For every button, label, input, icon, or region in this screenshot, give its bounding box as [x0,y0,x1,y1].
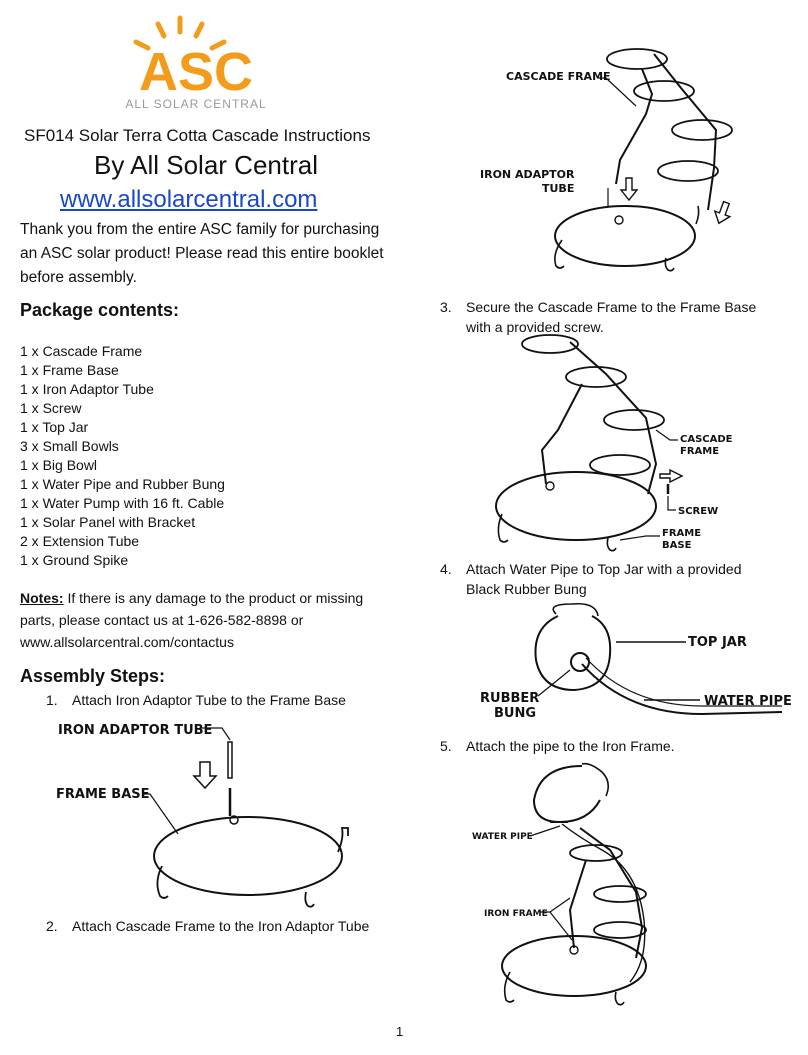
step-text: Attach Cascade Frame to the Iron Adaptor… [72,918,370,934]
step-number: 5. [440,738,452,754]
jar-icon [532,765,601,824]
step-number: 1. [46,692,58,708]
label-iron-frame: IRON FRAME [484,909,548,919]
asc-logo: ASC ALL SOLAR CENTRAL [118,14,278,114]
list-item: 2 x Extension Tube [20,533,140,549]
byline: By All Solar Central [94,150,318,180]
notes-paragraph: Notes: If there is any damage to the pro… [20,587,400,653]
step-number: 3. [440,299,452,315]
label-tube: TUBE [542,182,574,195]
step-3: 3. Secure the Cascade Frame to the Frame … [440,297,766,337]
page-number: 1 [396,1024,404,1039]
step-1: 1. Attach Iron Adaptor Tube to the Frame … [46,690,346,710]
package-contents-list: 1 x Cascade Frame 1 x Frame Base 1 x Iro… [20,342,225,570]
step-number: 4. [440,561,452,577]
label-rubber: RUBBER [480,691,539,706]
label-frame: FRAME [680,446,719,457]
intro-paragraph: Thank you from the entire ASC family for… [20,221,384,286]
notes-label: Notes: [20,590,64,606]
down-arrow-icon [713,200,732,225]
sun-logo-icon: ASC ALL SOLAR CENTRAL [125,15,266,111]
list-item: 1 x Frame Base [20,362,119,378]
document-title: SF014 Solar Terra Cotta Cascade Instruct… [24,126,371,145]
down-arrow-icon [192,761,218,790]
left-arrow-icon [659,468,684,484]
figure-pipe-to-frame: WATER PIPE IRON FRAME [472,762,647,1006]
package-contents-heading: Package contents: [20,300,180,320]
label-water-pipe: WATER PIPE [472,832,533,842]
label-iron-adaptor-tube: IRON ADAPTOR TUBE [58,723,212,738]
step-4: 4. Attach Water Pipe to Top Jar with a pr… [440,559,766,599]
figure-screw-frame: CASCADE FRAME SCREW FRAME BASE [495,334,733,552]
label-frame-base-1: FRAME [662,528,701,539]
label-iron-adaptor: IRON ADAPTOR [480,168,575,181]
step-5: 5. Attach the pipe to the Iron Frame. [440,736,675,756]
label-screw: SCREW [678,506,718,517]
water-pipe-icon [581,663,783,716]
list-item: 1 x Screw [20,400,82,416]
list-item: 1 x Water Pipe and Rubber Bung [20,476,225,492]
list-item: 1 x Cascade Frame [20,343,143,359]
label-water-pipe: WATER PIPE [704,694,792,709]
label-cascade: CASCADE [680,434,733,445]
assembly-steps-heading: Assembly Steps: [20,666,166,686]
list-item: 1 x Water Pump with 16 ft. Cable [20,495,225,511]
figure-adaptor-to-base: IRON ADAPTOR TUBE FRAME BASE [56,723,349,908]
list-item: 1 x Big Bowl [20,457,98,473]
jar-icon [534,615,612,692]
label-frame-base: FRAME BASE [56,787,150,802]
label-bung: BUNG [494,706,536,721]
label-frame-base-2: BASE [662,540,692,551]
figure-pipe-to-jar: TOP JAR RUBBER BUNG WATER PIPE [480,602,792,721]
step-text: Attach the pipe to the Iron Frame. [466,738,675,754]
step-text: Attach Water Pipe to Top Jar with a prov… [466,561,742,597]
svg-text:ALL SOLAR CENTRAL: ALL SOLAR CENTRAL [125,97,266,111]
step-2: 2. Attach Cascade Frame to the Iron Adapt… [46,916,369,936]
notes-text: If there is any damage to the product or… [20,590,364,650]
list-item: 1 x Iron Adaptor Tube [20,381,154,397]
label-cascade-frame: CASCADE FRAME [506,70,611,83]
svg-text:ASC: ASC [139,42,253,102]
list-item: 1 x Ground Spike [20,552,129,568]
list-item: 1 x Top Jar [20,419,89,435]
website-link[interactable]: www.allsolarcentral.com [60,186,318,213]
list-item: 3 x Small Bowls [20,438,119,454]
list-item: 1 x Solar Panel with Bracket [20,514,196,530]
step-text: Attach Iron Adaptor Tube to the Frame Ba… [72,692,346,708]
label-top-jar: TOP JAR [688,635,747,650]
step-number: 2. [46,918,58,934]
step-text: Secure the Cascade Frame to the Frame Ba… [466,299,757,335]
down-arrow-icon [619,177,639,202]
figure-cascade-to-adaptor: CASCADE FRAME IRON ADAPTOR TUBE [480,48,733,272]
